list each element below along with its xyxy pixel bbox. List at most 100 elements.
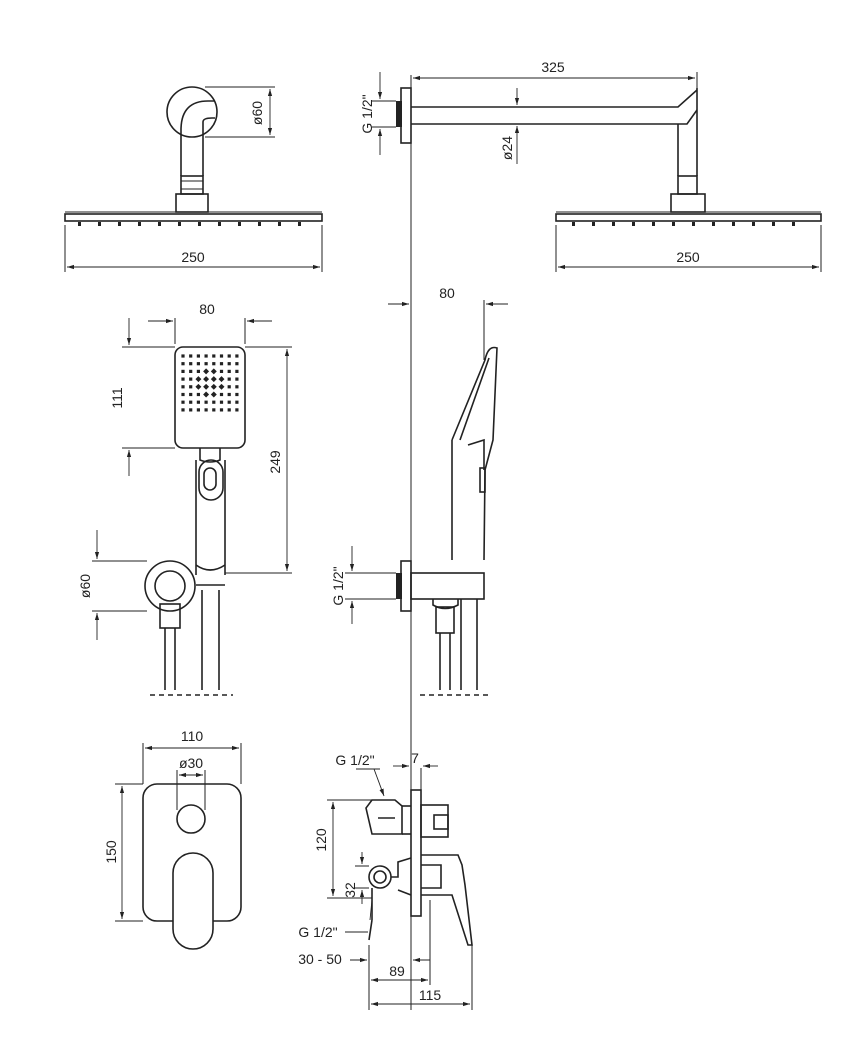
nozzle xyxy=(235,392,239,397)
hand-total-height-label: 249 xyxy=(267,450,283,474)
hand-shower-side-view xyxy=(345,300,508,696)
arm-flange-front xyxy=(166,86,218,138)
lever-depth-label: 115 xyxy=(419,987,442,1003)
nozzle xyxy=(218,376,225,383)
holder-diameter-label: ø60 xyxy=(77,574,93,598)
nozzle xyxy=(203,383,210,390)
nozzle xyxy=(181,369,185,373)
nozzle xyxy=(227,408,231,412)
mixer-lever-side xyxy=(421,854,473,946)
hand-shower-head xyxy=(174,346,246,449)
nozzle xyxy=(210,391,217,398)
thread-valve-top-label: G 1/2" xyxy=(335,752,374,768)
head-width-front-label: 250 xyxy=(181,249,205,265)
shower-head-front xyxy=(64,213,323,222)
rain-shower-front-view xyxy=(64,86,323,272)
nozzle xyxy=(189,385,193,389)
nozzle xyxy=(227,377,231,381)
holder-flange xyxy=(144,560,196,612)
hand-shower-profile xyxy=(451,346,498,561)
diverter-knob xyxy=(176,804,206,834)
nozzle xyxy=(196,392,200,397)
valve-depth-label: 89 xyxy=(389,963,405,979)
thread-top-label: G 1/2" xyxy=(359,94,375,133)
nozzle xyxy=(219,408,224,412)
nozzle xyxy=(210,376,217,383)
nozzle xyxy=(210,383,217,390)
nozzle xyxy=(196,400,200,404)
nozzle xyxy=(181,362,185,366)
hose-holder-side xyxy=(410,572,485,600)
nozzle xyxy=(212,408,216,412)
nozzle xyxy=(235,369,239,373)
nozzle xyxy=(189,362,193,366)
hand-shower-front-view xyxy=(92,318,292,696)
nozzle xyxy=(195,376,202,383)
nozzle xyxy=(212,400,216,404)
valve-port-label: 32 xyxy=(342,882,358,898)
nozzle xyxy=(195,383,202,390)
wall-range-label: 30 - 50 xyxy=(298,951,342,967)
nozzle-grid xyxy=(181,354,239,412)
nozzle xyxy=(181,377,185,381)
nozzle xyxy=(204,362,208,366)
nozzle xyxy=(227,400,231,404)
nozzle xyxy=(189,400,193,404)
nozzle xyxy=(212,354,216,358)
nozzle xyxy=(181,354,185,358)
nozzle xyxy=(189,354,193,358)
nozzle xyxy=(235,385,239,389)
cover-plate-side xyxy=(410,789,422,917)
concealed-valve-side-view xyxy=(327,763,473,1010)
nozzle xyxy=(219,354,224,358)
nozzle xyxy=(203,391,210,398)
head-width-side-label: 250 xyxy=(676,249,700,265)
mixer-lever-front xyxy=(172,852,214,950)
nozzle xyxy=(227,369,231,373)
shower-arm-side xyxy=(411,89,698,108)
wall-flange-top xyxy=(400,87,412,144)
nozzle xyxy=(189,408,193,412)
shower-arm-front xyxy=(180,100,215,176)
nozzle xyxy=(219,392,224,397)
nozzle xyxy=(189,392,193,397)
arm-length-label: 325 xyxy=(541,59,565,75)
nozzle xyxy=(219,362,224,366)
nozzle xyxy=(181,408,185,412)
valve-body-upper xyxy=(365,799,403,835)
nozzle xyxy=(219,400,224,404)
nozzle xyxy=(181,400,185,404)
nozzle xyxy=(196,362,200,366)
hand-width-label: 80 xyxy=(199,301,215,317)
nozzle xyxy=(227,362,231,366)
mixer-plate-front-view xyxy=(115,743,242,950)
nozzle xyxy=(189,377,193,381)
nozzle xyxy=(196,354,200,358)
rain-shower-side-view xyxy=(372,72,822,272)
shower-head-side xyxy=(555,213,822,222)
plate-width-label: 110 xyxy=(181,728,204,744)
nozzle xyxy=(212,362,216,366)
nozzle xyxy=(196,369,200,373)
plate-height-label: 150 xyxy=(103,840,119,864)
nozzle xyxy=(235,354,239,358)
hand-head-height-label: 111 xyxy=(109,387,125,408)
nozzle xyxy=(181,392,185,397)
nozzle xyxy=(210,368,217,375)
arm-diameter-label: ø24 xyxy=(499,136,515,160)
nozzle xyxy=(235,408,239,412)
nozzle xyxy=(204,408,208,412)
nozzle xyxy=(219,369,224,373)
nozzle xyxy=(235,362,239,366)
thread-valve-bottom-label: G 1/2" xyxy=(298,924,337,940)
nozzle xyxy=(227,385,231,389)
nozzle xyxy=(235,400,239,404)
nozzle xyxy=(203,368,210,375)
valve-port-bottom xyxy=(368,865,392,889)
nozzle xyxy=(218,383,225,390)
thread-holder-label: G 1/2" xyxy=(330,566,346,605)
nozzle xyxy=(189,369,193,373)
nozzle xyxy=(181,385,185,389)
nozzle xyxy=(196,408,200,412)
